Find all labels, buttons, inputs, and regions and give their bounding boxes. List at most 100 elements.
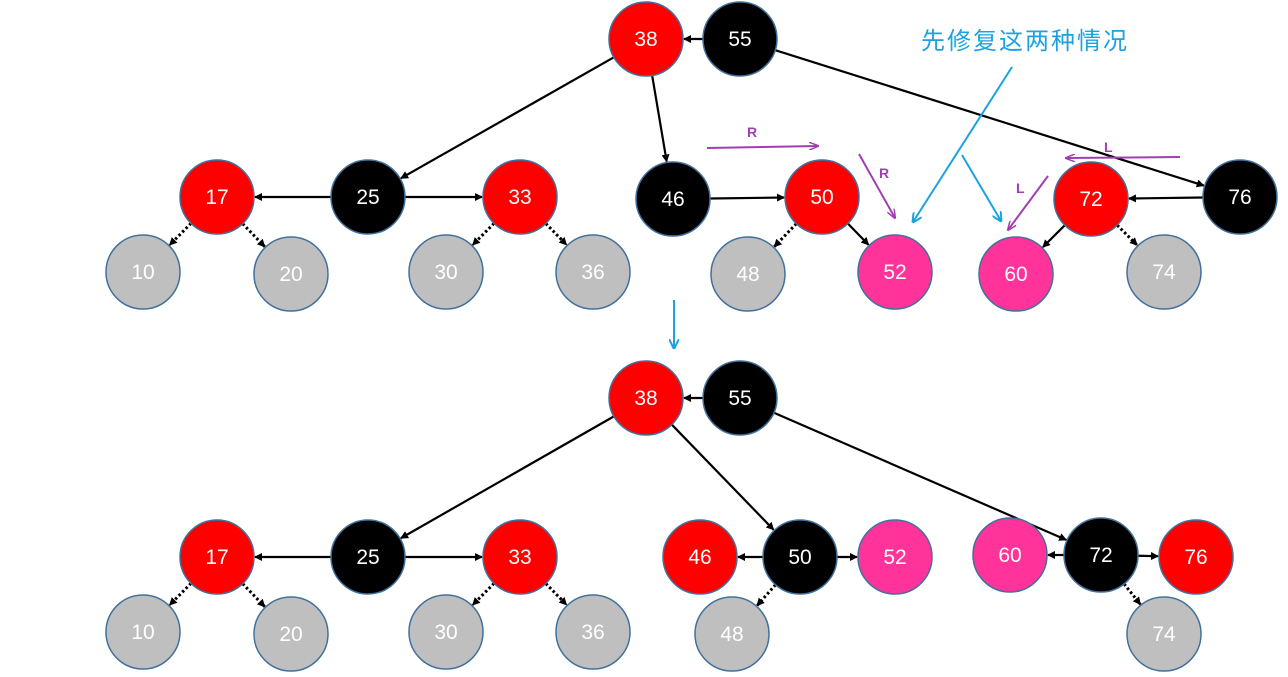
after-node-30-label: 30 (434, 621, 457, 644)
after-node-72-circle (1063, 517, 1139, 593)
before-node-10-label: 10 (131, 261, 154, 284)
before-node-50-label: 50 (810, 186, 833, 209)
rotation-arrow-r1 (706, 146, 818, 148)
before-node-33-circle (482, 159, 558, 235)
rotation-arrow-l2 (1008, 175, 1049, 230)
before-node-48-label: 48 (736, 263, 759, 286)
before-node-50: 50 (784, 159, 860, 235)
after-node-10: 10 (105, 594, 181, 670)
before-node-52-label: 52 (883, 261, 906, 284)
rotation-label-r2: R (879, 165, 889, 181)
before-node-17-label: 17 (205, 186, 228, 209)
after-node-20-circle (253, 596, 329, 672)
after-edge-72-to-74 (1122, 582, 1142, 606)
before-node-76-circle (1202, 159, 1278, 235)
after-node-10-label: 10 (131, 621, 154, 644)
caption-pointer-to-52 (913, 66, 1013, 222)
after-node-55-label: 55 (728, 387, 751, 410)
before-node-76: 76 (1202, 159, 1278, 235)
after-node-17: 17 (179, 519, 255, 595)
before-edge-50-to-48 (773, 222, 798, 248)
before-node-38-circle (608, 1, 684, 77)
before-node-55: 55 (702, 1, 778, 77)
before-edge-55-to-76 (774, 49, 1205, 188)
before-node-50-circle (784, 159, 860, 235)
caption-pointer-to-60 (961, 154, 1001, 221)
before-node-46: 46 (635, 161, 711, 237)
before-node-46-label: 46 (661, 188, 684, 211)
before-node-60-circle (978, 236, 1054, 312)
after-edge-17-to-10 (168, 582, 193, 607)
before-node-74-circle (1126, 234, 1202, 310)
after-node-52: 52 (857, 519, 933, 595)
after-edge-50-to-48 (756, 583, 777, 607)
after-node-50: 50 (762, 519, 838, 595)
before-edge-50-to-52 (847, 222, 870, 246)
after-node-55: 55 (702, 360, 778, 436)
before-node-17: 17 (179, 159, 255, 235)
before-node-72-label: 72 (1079, 188, 1102, 211)
before-edge-38-to-25 (400, 56, 615, 180)
before-node-30: 30 (408, 234, 484, 310)
before-node-20-label: 20 (279, 263, 302, 286)
after-node-74-circle (1126, 596, 1202, 672)
before-node-72-circle (1053, 161, 1129, 237)
before-node-33: 33 (482, 159, 558, 235)
after-node-76-label: 76 (1184, 546, 1207, 569)
before-edge-17-to-10 (168, 222, 193, 247)
after-node-52-label: 52 (883, 546, 906, 569)
after-node-74-label: 74 (1152, 623, 1176, 646)
after-edge-17-to-20 (241, 582, 266, 608)
after-node-48-label: 48 (720, 623, 743, 646)
after-node-50-label: 50 (788, 546, 811, 569)
before-node-36-label: 36 (581, 261, 604, 284)
after-node-36: 36 (555, 594, 631, 670)
after-node-60-label: 60 (998, 544, 1021, 567)
after-node-50-circle (762, 519, 838, 595)
after-node-38-label: 38 (634, 387, 657, 410)
before-node-25-label: 25 (356, 186, 379, 209)
before-node-55-circle (702, 1, 778, 77)
after-node-76-circle (1158, 519, 1234, 595)
rotation-label-l2: L (1016, 180, 1025, 196)
before-edge-76-to-72 (1127, 194, 1204, 203)
before-node-60-label: 60 (1004, 263, 1027, 286)
before-node-48: 48 (710, 236, 786, 312)
before-edge-33-to-36 (544, 222, 568, 246)
annotations-layer: R R L L 先修复这两种情况 (674, 27, 1181, 348)
before-edge-17-to-20 (241, 222, 266, 248)
before-node-20: 20 (253, 236, 329, 312)
after-node-33: 33 (482, 519, 558, 595)
after-node-30-circle (408, 594, 484, 670)
before-node-52-circle (857, 234, 933, 310)
before-node-76-label: 76 (1228, 186, 1251, 209)
rotation-arrow-r2 (858, 153, 895, 218)
after-node-48-circle (694, 596, 770, 672)
after-node-55-circle (702, 360, 778, 436)
before-edge-38-to-46 (651, 75, 670, 163)
after-edge-33-to-30 (471, 582, 496, 607)
before-node-55-label: 55 (728, 28, 751, 51)
rotation-label-l1: L (1104, 139, 1113, 155)
after-node-38-circle (608, 360, 684, 436)
after-node-10-circle (105, 594, 181, 670)
after-edge-38-to-50 (670, 423, 775, 531)
edges-layer (168, 35, 1205, 608)
before-node-30-label: 30 (434, 261, 457, 284)
rotation-label-r1: R (747, 124, 757, 140)
before-node-30-circle (408, 234, 484, 310)
after-node-20-label: 20 (279, 623, 302, 646)
before-node-36-circle (555, 234, 631, 310)
after-edge-33-to-36 (544, 582, 568, 606)
after-node-60: 60 (972, 517, 1048, 593)
after-edge-38-to-25 (400, 415, 615, 540)
before-node-60: 60 (978, 236, 1054, 312)
after-node-76: 76 (1158, 519, 1234, 595)
before-edge-46-to-50 (709, 193, 786, 202)
before-node-17-circle (179, 159, 255, 235)
before-node-38: 38 (608, 1, 684, 77)
rotation-arrow-l1 (1066, 157, 1181, 158)
before-node-20-circle (253, 236, 329, 312)
before-edge-72-to-74 (1116, 224, 1139, 247)
after-node-33-label: 33 (508, 546, 531, 569)
